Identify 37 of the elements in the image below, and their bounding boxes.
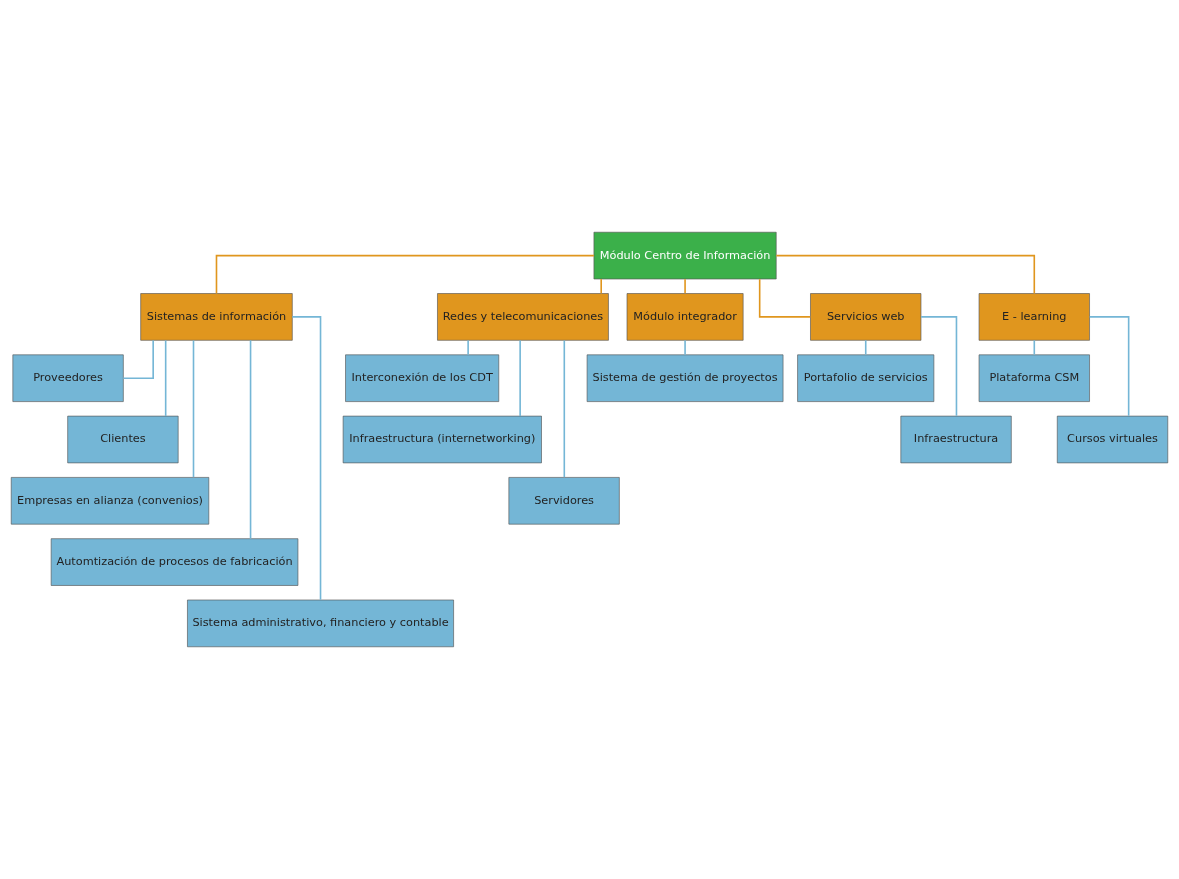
- node-box: Clientes: [67, 415, 179, 464]
- node-box: Sistema administrativo, financiero y contable: [187, 599, 454, 648]
- node-box: Módulo integrador: [626, 293, 744, 341]
- connector: [1033, 339, 1036, 356]
- connector: [684, 278, 686, 295]
- node-box: Infraestructura: [900, 415, 1012, 464]
- node-box: Proveedores: [12, 354, 124, 402]
- node-box: Servidores: [508, 477, 620, 525]
- connector: [164, 339, 167, 417]
- node-box: Interconexión de los CDT: [345, 354, 500, 402]
- connector: [192, 339, 195, 479]
- connector: [920, 316, 958, 417]
- connector: [291, 316, 322, 601]
- node-box: Cursos virtuales: [1056, 415, 1169, 464]
- node-box: Empresas en alianza (convenios): [10, 477, 210, 525]
- connector: [1088, 316, 1130, 417]
- connector: [600, 278, 602, 295]
- connector: [864, 339, 867, 356]
- connector: [249, 339, 252, 540]
- connector: [758, 278, 812, 318]
- connector: [775, 254, 1036, 295]
- node-box: Redes y telecomunicaciones: [437, 293, 609, 341]
- connector: [467, 339, 469, 356]
- node-box: Portafolio de servicios: [797, 354, 935, 402]
- node-box: Plataforma CSM: [978, 354, 1090, 402]
- node-box: Infraestructura (internetworking): [342, 415, 542, 464]
- connector: [519, 339, 521, 417]
- connector: [563, 339, 566, 479]
- connector: [122, 339, 154, 379]
- node-box: Sistemas de información: [140, 293, 293, 341]
- connector: [215, 254, 595, 295]
- node-box: Módulo Centro de Información: [593, 231, 777, 280]
- node-box: Servicios web: [810, 293, 922, 341]
- node-box: Automtización de procesos de fabricación: [50, 538, 299, 586]
- node-box: Sistema de gestión de proyectos: [586, 354, 784, 402]
- node-box: E - learning: [978, 293, 1090, 341]
- connector: [684, 339, 686, 356]
